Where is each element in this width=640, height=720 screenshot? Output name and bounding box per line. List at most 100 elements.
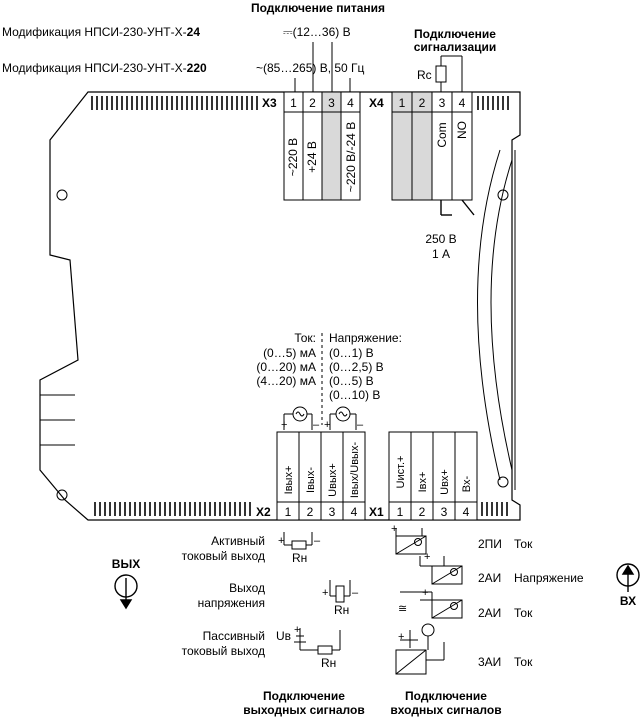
- x4-label-com: Com: [435, 122, 449, 147]
- alarm-title-1: Подключение: [414, 27, 496, 41]
- current-range-1: (0…5) мА: [263, 346, 316, 360]
- passive-label-1: Пассивный: [203, 629, 265, 643]
- voltage-plus: +: [322, 587, 328, 599]
- x4-num-4: 4: [459, 96, 466, 110]
- input-kind-4: Ток: [514, 655, 533, 669]
- vent-slots-bottom: [94, 502, 508, 516]
- meter-plus-1: +: [281, 419, 287, 431]
- supply-leads: [294, 42, 351, 92]
- x1-label-3: Uвх+: [439, 469, 451, 495]
- in-label: ВХ: [620, 594, 636, 608]
- meter-minus-2: –: [357, 419, 364, 431]
- x2-label-3: Uвых+: [327, 463, 339, 497]
- out-label: ВЫХ: [112, 557, 140, 571]
- input-kind-2: Напряжение: [514, 571, 584, 585]
- voltage-range-1: (0…1) В: [329, 346, 374, 360]
- x1-num-2: 2: [419, 505, 426, 519]
- x3-num-2: 2: [309, 96, 316, 110]
- voltage-range-2: (0…2,5) В: [329, 360, 384, 374]
- out-arrow-icon: [114, 574, 138, 610]
- x2-num-1: 1: [285, 505, 292, 519]
- active-rn: Rн: [292, 551, 307, 565]
- x2-name: X2: [256, 505, 271, 519]
- x1-num-4: 4: [463, 505, 470, 519]
- passive-label-2: токовый выход: [182, 644, 265, 658]
- passive-rn: Rн: [321, 656, 336, 670]
- terminal-x3: X3 1 2 3 4 ~220 В +24 В ~220 В/-24 В: [262, 91, 361, 201]
- ac-supply-label: ~(85…265) В, 50 Гц: [256, 61, 365, 75]
- input-code-3: 2АИ: [478, 606, 501, 620]
- meter-plus-2: +: [324, 419, 330, 431]
- rc-label: Rc: [417, 68, 432, 82]
- voltage-label-2: напряжения: [198, 596, 265, 610]
- x1-name: X1: [369, 505, 384, 519]
- in1-plus: +: [391, 523, 397, 535]
- vent-slots-top: [91, 96, 509, 110]
- x4-num-3: 3: [439, 96, 446, 110]
- x2-label-1: Iвых+: [283, 466, 295, 495]
- active-label-2: токовый выход: [182, 549, 265, 563]
- terminal-x4: X4 1 2 3 4 Com NO 250 В 1 А: [369, 91, 475, 261]
- input-circuit-2: [419, 556, 463, 585]
- x2-num-2: 2: [307, 505, 314, 519]
- in4-plus: +: [398, 631, 404, 643]
- passive-output-circuit: [294, 628, 341, 655]
- voltage-label-1: Выход: [229, 581, 265, 595]
- voltage-range-4: (0…10) В: [329, 388, 380, 402]
- x1-num-1: 1: [397, 505, 404, 519]
- current-range-3: (4…20) мА: [256, 374, 316, 388]
- x3-name: X3: [262, 96, 277, 110]
- x3-num-3: 3: [328, 96, 335, 110]
- in2-plus: +: [424, 551, 430, 563]
- active-label-1: Активный: [211, 534, 265, 548]
- output-caption-1: Подключение: [263, 689, 345, 703]
- housing-details: [40, 149, 516, 501]
- input-code-4: 3АИ: [478, 655, 501, 669]
- x4-num-2: 2: [419, 96, 426, 110]
- in-arrow-icon: [616, 563, 640, 592]
- x1-num-3: 3: [441, 505, 448, 519]
- terminal-x2: X2 1 2 3 4 Iвых+ Iвых- Uвых+ Iвых/Uвых-: [256, 431, 366, 521]
- active-plus: +: [278, 535, 284, 547]
- x3-num-1: 1: [290, 96, 297, 110]
- current-range-2: (0…20) мА: [256, 360, 316, 374]
- voltage-title: Напряжение:: [329, 331, 402, 345]
- input-caption-1: Подключение: [405, 689, 487, 703]
- approx-symbol: ≅: [398, 603, 407, 615]
- passive-plus: +: [294, 624, 300, 636]
- input-circuit-3: [400, 591, 463, 619]
- dc-supply-label: ⎓(12…36) В: [283, 25, 351, 39]
- output-meter-current: [283, 406, 313, 430]
- power-title: Подключение питания: [251, 1, 385, 15]
- x2-num-3: 3: [329, 505, 336, 519]
- meter-minus-1: –: [313, 419, 320, 431]
- x2-label-4: Iвых/Uвых-: [349, 442, 361, 499]
- voltage-output-circuit: [329, 580, 351, 603]
- input-circuit-1: [395, 528, 427, 555]
- x1-label-2: Iвх+: [417, 472, 429, 493]
- passive-ub: Uв: [276, 629, 291, 643]
- voltage-range-3: (0…5) В: [329, 374, 374, 388]
- in3-plus: +: [422, 587, 428, 599]
- input-code-2: 2АИ: [478, 571, 501, 585]
- output-meter-voltage: [329, 406, 357, 430]
- voltage-minus: –: [352, 587, 359, 599]
- active-minus: –: [314, 535, 321, 547]
- x4-label-no: NO: [455, 121, 469, 139]
- x3-label-1: ~220 В: [286, 138, 300, 176]
- x3-label-2: +24 В: [305, 141, 319, 173]
- x2-num-4: 4: [351, 505, 358, 519]
- alarm-title-2: сигнализации: [414, 40, 497, 54]
- output-caption-2: выходных сигналов: [243, 703, 364, 717]
- input-kind-1: Ток: [514, 537, 533, 551]
- x4-num-1: 1: [399, 96, 406, 110]
- terminal-x1: X1 1 2 3 4 Uист.+ Iвх+ Uвх+ Вх-: [369, 431, 478, 521]
- mod1-label: Модификация НПСИ-230-УНТ-Х-24: [2, 25, 200, 39]
- relay-contact: [440, 199, 475, 216]
- relay-rating-1: 250 В: [425, 232, 456, 246]
- x1-label-1: Uист.+: [395, 456, 407, 489]
- input-code-1: 2ПИ: [478, 537, 502, 551]
- x3-label-4: ~220 В/-24 В: [344, 122, 358, 192]
- voltage-rn: Rн: [334, 603, 349, 617]
